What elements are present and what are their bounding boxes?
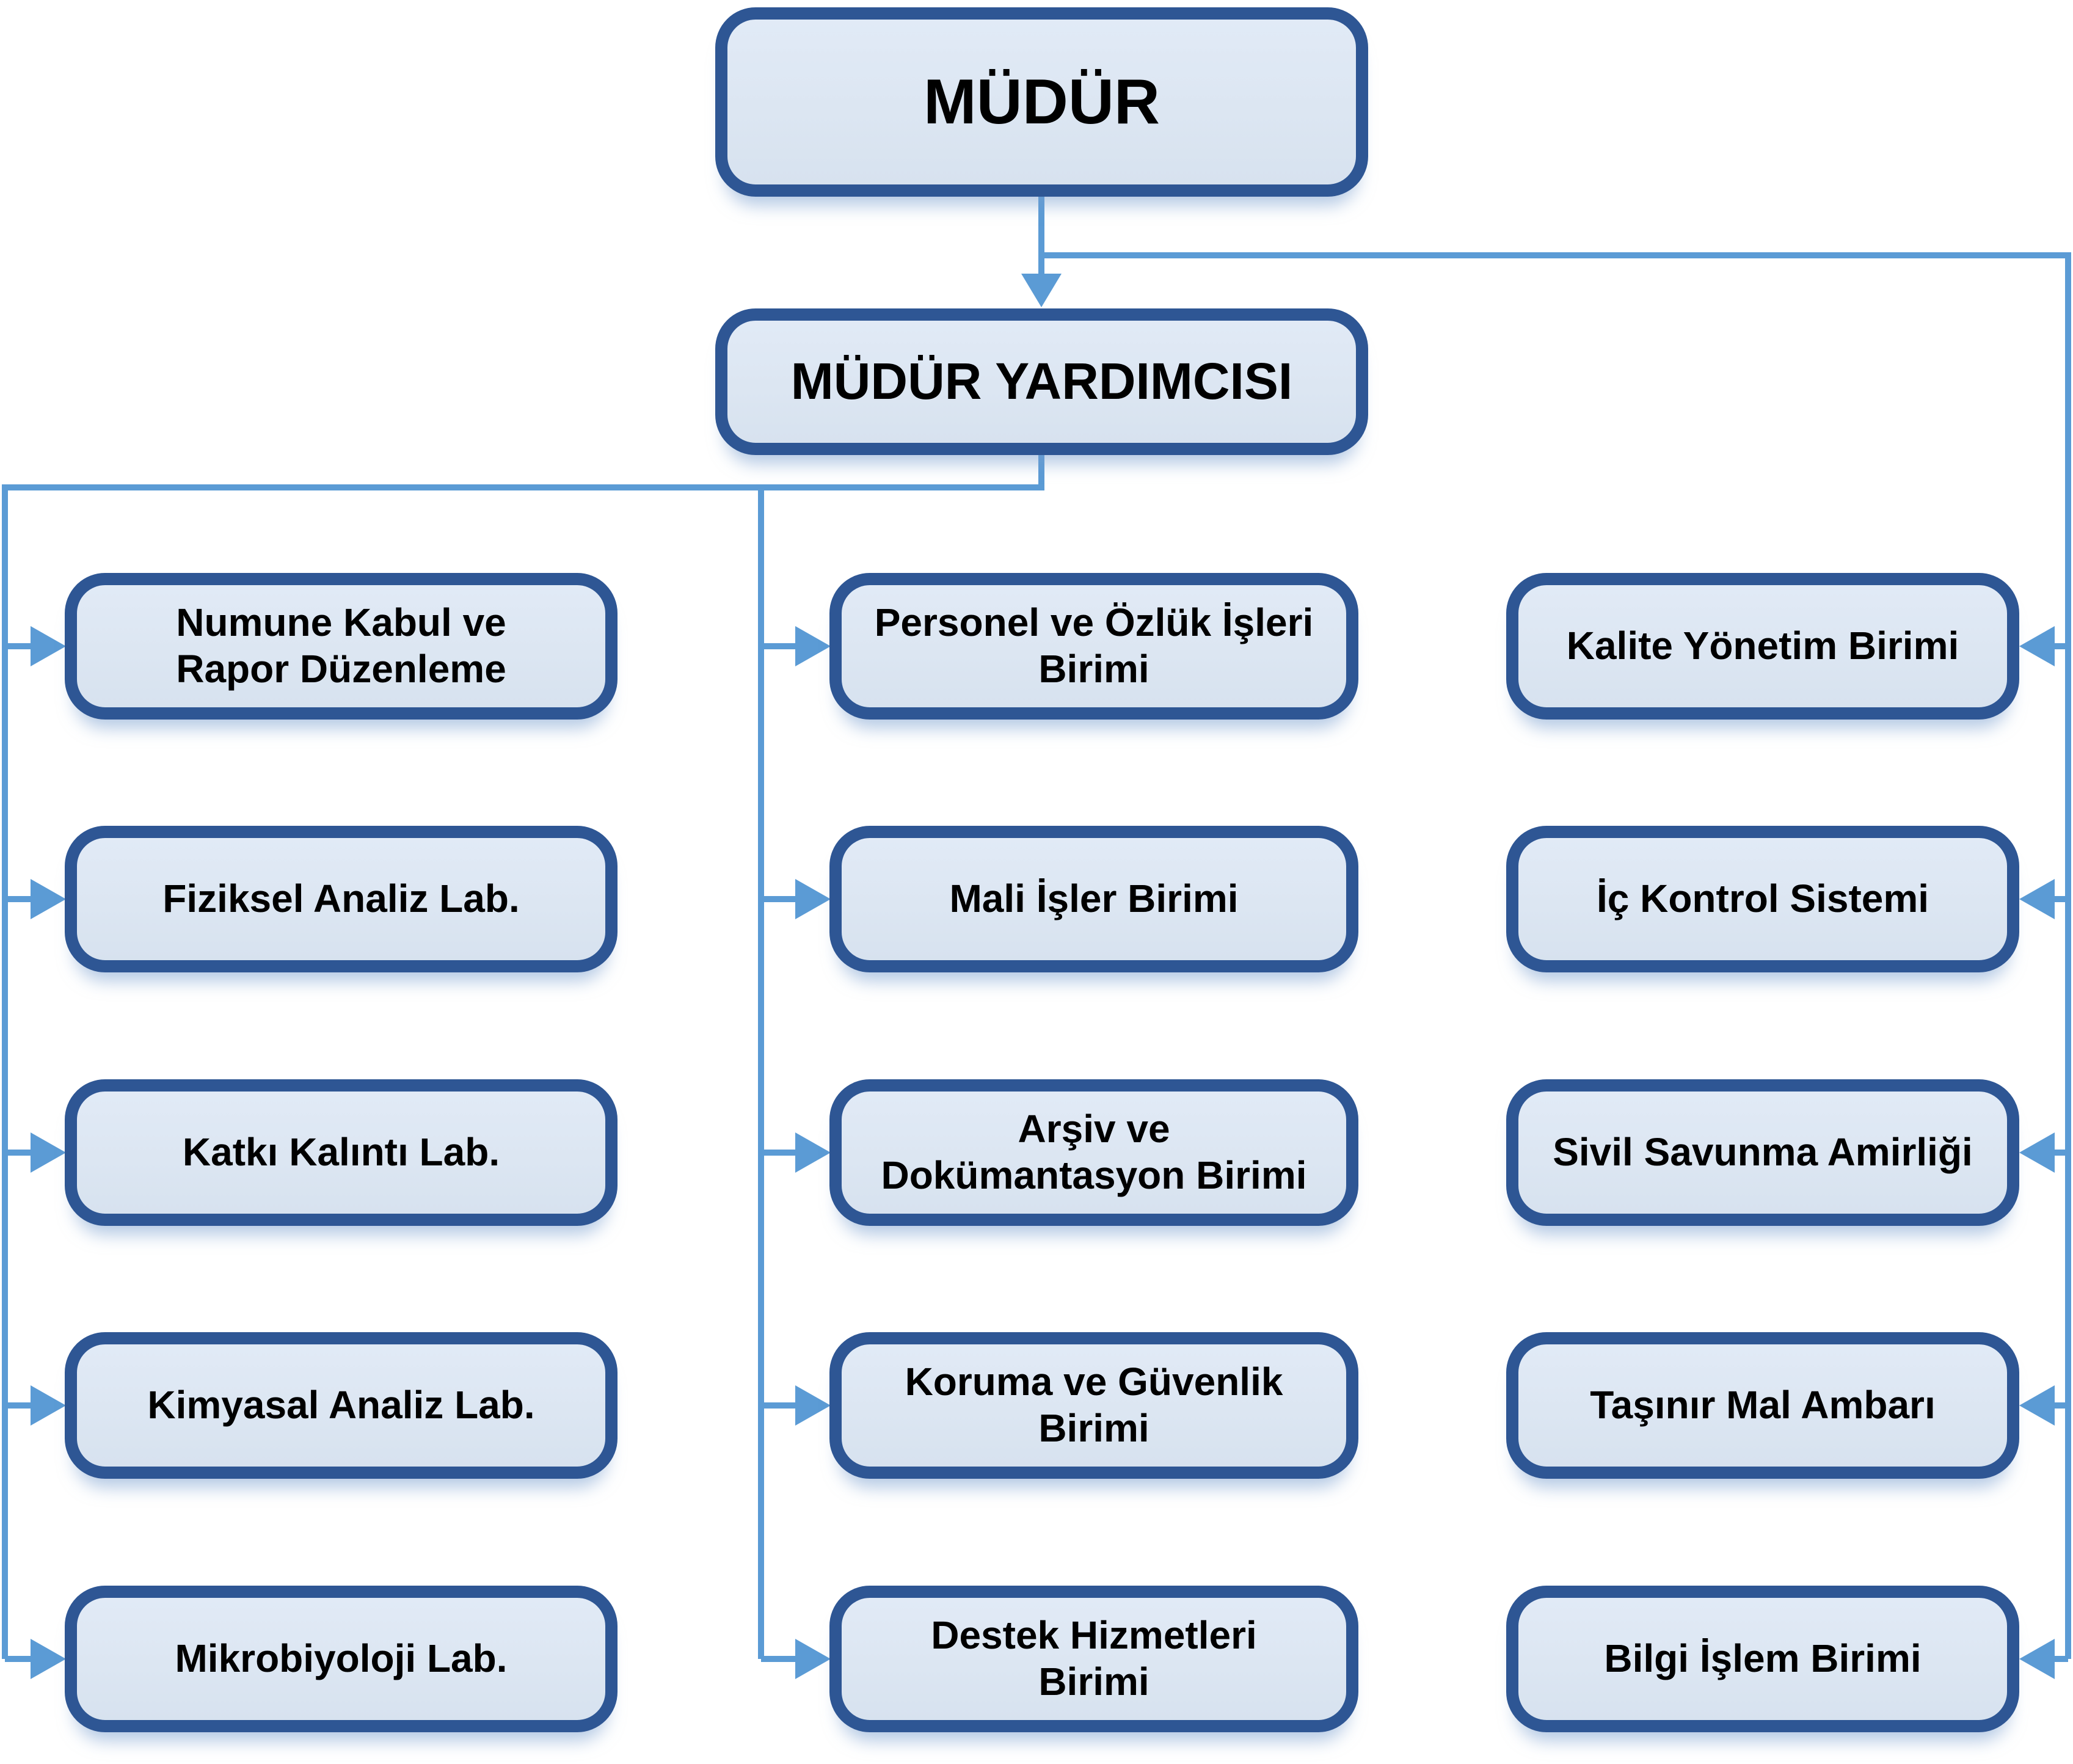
arrowhead-middle-row5-icon bbox=[795, 1639, 831, 1679]
node-label: Fiziksel Analiz Lab. bbox=[162, 877, 520, 921]
node-tasinir-mal-ambari: Taşınır Mal Ambarı bbox=[1506, 1332, 2019, 1479]
node-label: İç Kontrol Sistemi bbox=[1596, 877, 1929, 921]
node-label: Mali İşler Birimi bbox=[949, 877, 1239, 921]
arrowhead-right-row4-icon bbox=[2019, 1385, 2055, 1426]
arrowhead-right-row2-icon bbox=[2019, 879, 2055, 919]
node-koruma-ve-guvenlik-birimi: Koruma ve Güvenlik Birimi bbox=[829, 1332, 1358, 1479]
node-mali-isler-birimi: Mali İşler Birimi bbox=[829, 826, 1358, 972]
arrowhead-left-row5-icon bbox=[31, 1639, 66, 1679]
arrowhead-middle-row2-icon bbox=[795, 879, 831, 919]
connector-right-rail bbox=[1041, 252, 2071, 1659]
node-label: Taşınır Mal Ambarı bbox=[1590, 1383, 1936, 1427]
node-label: Kalite Yönetim Birimi bbox=[1566, 624, 1959, 668]
node-label: Personel ve Özlük İşleri Birimi bbox=[874, 600, 1314, 691]
node-numune-kabul-rapor-duzenleme: Numune Kabul ve Rapor Düzenleme bbox=[65, 573, 618, 720]
arrowhead-left-row2-icon bbox=[31, 879, 66, 919]
arrowhead-middle-row3-icon bbox=[795, 1132, 831, 1173]
node-bilgi-islem-birimi: Bilgi İşlem Birimi bbox=[1506, 1586, 2019, 1732]
arrowhead-right-row3-icon bbox=[2019, 1132, 2055, 1173]
node-mudur-label: MÜDÜR bbox=[923, 66, 1160, 137]
node-label: Arşiv ve Dokümantasyon Birimi bbox=[881, 1107, 1307, 1197]
node-label: Destek Hizmetleri Birimi bbox=[931, 1613, 1257, 1704]
node-mudur-yardimcisi: MÜDÜR YARDIMCISI bbox=[715, 308, 1368, 455]
node-kalite-yonetim-birimi: Kalite Yönetim Birimi bbox=[1506, 573, 2019, 720]
arrowhead-left-row4-icon bbox=[31, 1385, 66, 1426]
node-label: Bilgi İşlem Birimi bbox=[1604, 1636, 1922, 1681]
arrowhead-left-row1-icon bbox=[31, 626, 66, 666]
node-label: Mikrobiyoloji Lab. bbox=[175, 1636, 508, 1681]
arrowhead-right-row1-icon bbox=[2019, 626, 2055, 666]
node-mudur-yardimcisi-label: MÜDÜR YARDIMCISI bbox=[790, 352, 1293, 410]
node-fiziksel-analiz-lab: Fiziksel Analiz Lab. bbox=[65, 826, 618, 972]
arrowhead-middle-row4-icon bbox=[795, 1385, 831, 1426]
arrowhead-left-row3-icon bbox=[31, 1132, 66, 1173]
node-mikrobiyoloji-lab: Mikrobiyoloji Lab. bbox=[65, 1586, 618, 1732]
node-label: Katkı Kalıntı Lab. bbox=[182, 1130, 500, 1175]
node-label: Sivil Savunma Amirliği bbox=[1553, 1130, 1973, 1175]
node-label: Koruma ve Güvenlik Birimi bbox=[905, 1360, 1283, 1450]
arrowhead-right-row5-icon bbox=[2019, 1639, 2055, 1679]
connector-left-rail bbox=[2, 455, 1044, 1659]
node-katki-kalinti-lab: Katkı Kalıntı Lab. bbox=[65, 1079, 618, 1226]
arrowhead-middle-row1-icon bbox=[795, 626, 831, 666]
node-arsiv-ve-dokumantasyon-birimi: Arşiv ve Dokümantasyon Birimi bbox=[829, 1079, 1358, 1226]
node-sivil-savunma-amirligi: Sivil Savunma Amirliği bbox=[1506, 1079, 2019, 1226]
node-destek-hizmetleri-birimi: Destek Hizmetleri Birimi bbox=[829, 1586, 1358, 1732]
node-kimyasal-analiz-lab: Kimyasal Analiz Lab. bbox=[65, 1332, 618, 1479]
node-label: Numune Kabul ve Rapor Düzenleme bbox=[176, 600, 506, 691]
node-label: Kimyasal Analiz Lab. bbox=[147, 1383, 535, 1427]
arrowhead-deputy-down-icon bbox=[1021, 274, 1062, 307]
node-mudur: MÜDÜR bbox=[715, 7, 1368, 197]
node-ic-kontrol-sistemi: İç Kontrol Sistemi bbox=[1506, 826, 2019, 972]
node-personel-ve-ozluk-isleri-birimi: Personel ve Özlük İşleri Birimi bbox=[829, 573, 1358, 720]
